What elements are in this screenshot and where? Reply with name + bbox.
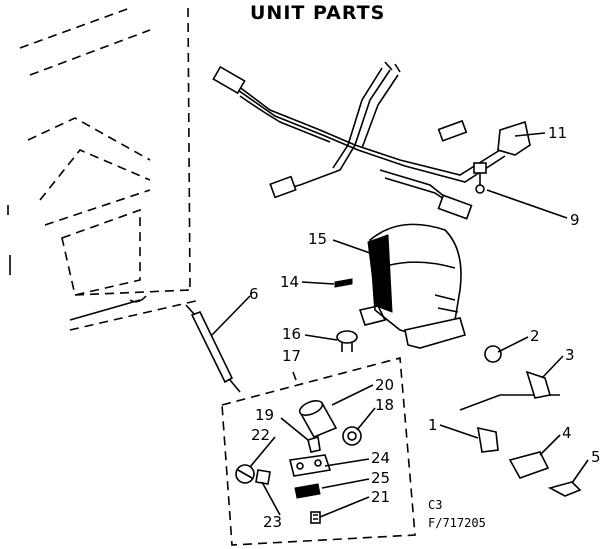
- figure-number: F/717205: [428, 516, 486, 530]
- parts-1-to-5: [459, 345, 582, 497]
- callout-20: 20: [375, 376, 394, 394]
- drier-part-6: [185, 304, 241, 393]
- callout-11: 11: [548, 124, 567, 142]
- callout-9: 9: [570, 211, 580, 229]
- bracket-part-24: [289, 454, 332, 477]
- cabinet-outline: [7, 7, 201, 331]
- callout-labels: 11 9 15 14 6 16 17 20 18 19 22 24 25 21 …: [249, 124, 601, 531]
- callout-22: 22: [251, 426, 270, 444]
- callout-5: 5: [591, 448, 601, 466]
- callout-1: 1: [428, 416, 438, 434]
- insulator-part-25: [294, 483, 321, 499]
- wiring-harness: [212, 61, 531, 220]
- callout-25: 25: [371, 469, 390, 487]
- callout-24: 24: [371, 449, 390, 467]
- callout-16: 16: [282, 325, 301, 343]
- cap-part-18: [342, 426, 362, 446]
- callout-14: 14: [280, 273, 299, 291]
- relay-part-22: [235, 464, 271, 485]
- callout-23: 23: [263, 513, 282, 531]
- callout-17: 17: [282, 347, 301, 365]
- clip-part-14: [334, 278, 353, 288]
- screw-part-9: [473, 162, 487, 194]
- pin-part-19: [307, 435, 321, 453]
- screw-part-21: [310, 511, 321, 524]
- callout-3: 3: [565, 346, 575, 364]
- callout-15: 15: [308, 230, 327, 248]
- callout-2: 2: [530, 327, 540, 345]
- grommet-part-16: [336, 330, 358, 352]
- callout-18: 18: [375, 396, 394, 414]
- diagram-title: UNIT PARTS: [250, 2, 385, 24]
- figure-code: C3: [428, 498, 442, 512]
- callout-19: 19: [255, 406, 274, 424]
- callout-6: 6: [249, 285, 259, 303]
- relay-kit-box: [221, 356, 416, 546]
- callout-4: 4: [562, 424, 572, 442]
- callout-21: 21: [371, 488, 390, 506]
- compressor: [358, 223, 466, 349]
- capacitor-part-20: [298, 400, 338, 439]
- leader-lines: [211, 132, 589, 518]
